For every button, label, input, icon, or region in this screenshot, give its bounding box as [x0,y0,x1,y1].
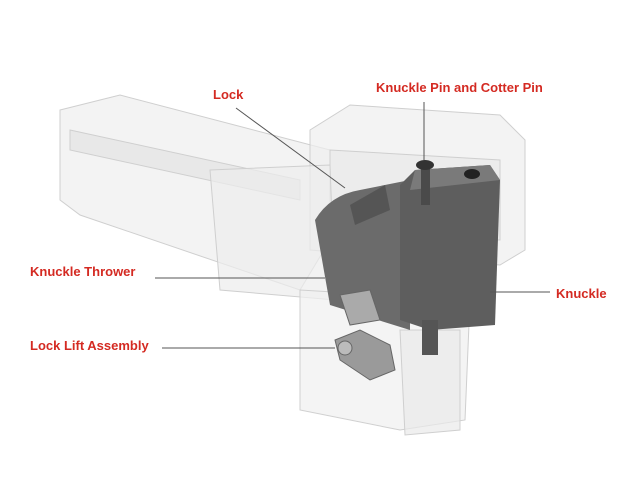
lock-lift-assembly-part [334,289,396,381]
label-knuckle: Knuckle [556,286,607,301]
knuckle-part [315,160,500,355]
label-lock-lift-assembly: Lock Lift Assembly [30,338,149,353]
lock-leader [235,107,346,189]
label-lock: Lock [213,87,244,102]
label-knuckle-pin: Knuckle Pin and Cotter Pin [376,80,543,95]
label-knuckle-thrower: Knuckle Thrower [30,264,136,279]
leader-lines [155,102,550,349]
